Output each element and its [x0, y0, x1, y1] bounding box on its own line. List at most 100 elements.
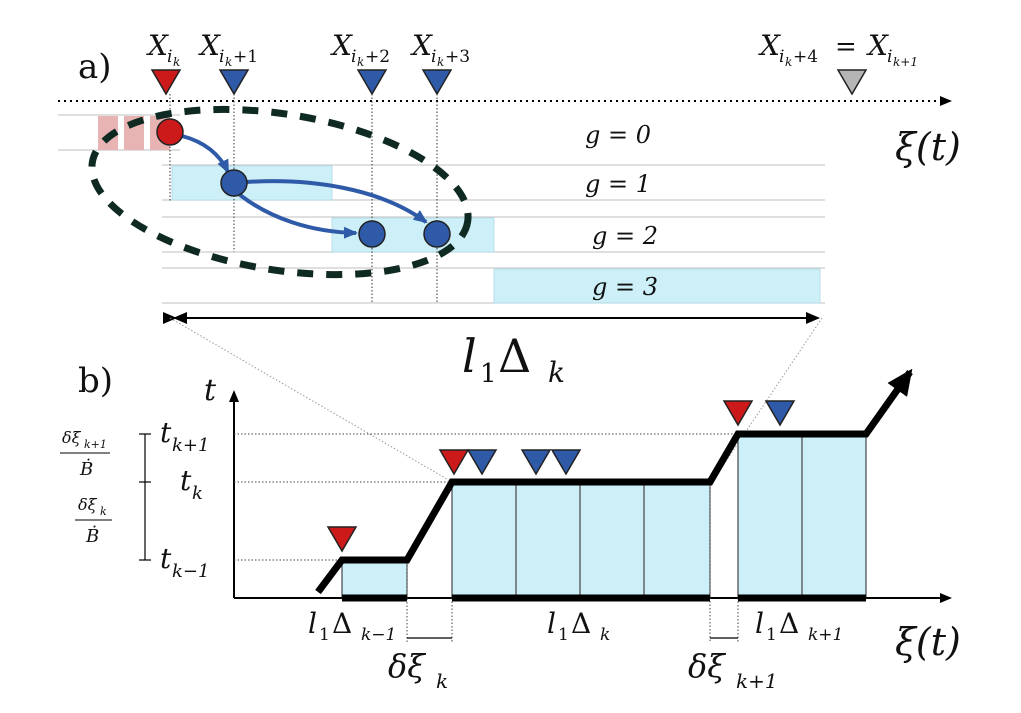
- span-label-k: l 1 Δ k: [547, 607, 610, 645]
- svg-text:k: k: [436, 669, 448, 693]
- svg-text:Ḃ: Ḃ: [79, 457, 93, 480]
- svg-text:l: l: [755, 607, 764, 640]
- svg-text:X: X: [866, 29, 889, 62]
- interval-bracket: [139, 433, 151, 561]
- marker-label-x-ik2: X i k +2: [330, 29, 390, 69]
- svg-text:i: i: [779, 47, 784, 67]
- tick-t-k: t k: [180, 464, 203, 504]
- marker-label-x-ik1: X i k +1: [198, 29, 258, 69]
- svg-text:k: k: [225, 55, 232, 69]
- gap-label-k1: δξ k+1: [688, 647, 778, 693]
- generation-label-0: g = 0: [585, 121, 651, 149]
- svg-text:1: 1: [766, 625, 777, 645]
- generation-label-1: g = 1: [585, 170, 651, 198]
- down-triangle-blue-icon: [218, 69, 250, 96]
- svg-text:=: =: [835, 32, 857, 62]
- down-triangle-red-icon: [326, 526, 358, 553]
- zoom-guide-right: [711, 317, 823, 483]
- down-triangle-red-icon: [722, 400, 754, 427]
- svg-text:δξ: δξ: [62, 428, 82, 447]
- svg-text:δξ: δξ: [78, 495, 98, 514]
- svg-text:k+1: k+1: [808, 625, 843, 645]
- gap-label-k: δξ k: [388, 647, 448, 693]
- block-k-1: [341, 559, 408, 599]
- svg-text:l: l: [547, 607, 556, 640]
- svg-text:k: k: [192, 483, 203, 504]
- svg-text:+1: +1: [233, 47, 258, 67]
- time-trajectory: [315, 368, 913, 595]
- panel-a-axis-label: ξ(t): [895, 125, 961, 169]
- svg-text:X: X: [330, 29, 353, 62]
- down-triangle-blue-icon: [764, 400, 796, 427]
- time-level-guides: [234, 433, 738, 561]
- down-triangle-blue-icon: [550, 449, 582, 476]
- down-triangle-blue-icon: [466, 449, 498, 476]
- down-triangle-red-icon: [438, 449, 470, 476]
- span-label-k-1: l 1 Δ k−1: [308, 607, 396, 645]
- down-triangle-gray-icon: [836, 69, 868, 96]
- svg-text:i: i: [351, 47, 356, 67]
- svg-text:1: 1: [319, 625, 330, 645]
- offspring-node: [423, 220, 451, 248]
- svg-text:k−1: k−1: [172, 561, 209, 582]
- svg-text:l: l: [462, 329, 477, 383]
- down-triangle-red-icon: [150, 69, 182, 96]
- panel-b-y-axis-label: t: [204, 373, 217, 408]
- generation-3-box: [493, 268, 821, 304]
- span-label-k1: l 1 Δ k+1: [755, 607, 843, 645]
- svg-text:t: t: [160, 416, 172, 449]
- svg-text:+4: +4: [793, 47, 818, 67]
- generation-label-2: g = 2: [592, 222, 658, 250]
- svg-text:t: t: [180, 464, 192, 497]
- gap-guides: [406, 482, 739, 642]
- down-triangle-blue-icon: [356, 69, 388, 96]
- svg-text:X: X: [410, 29, 433, 62]
- svg-text:k+1: k+1: [84, 438, 107, 451]
- generation-label-3: g = 3: [592, 273, 658, 301]
- branch-arrow: [238, 193, 358, 239]
- svg-text:1: 1: [480, 359, 497, 389]
- ancestor-node: [156, 118, 184, 146]
- panel-b-label: b): [78, 361, 113, 401]
- span-label: l 1 Δ k: [462, 329, 565, 389]
- svg-text:k: k: [600, 625, 610, 645]
- marker-label-x-ik: X i k: [146, 29, 180, 69]
- panel-a-label: a): [78, 47, 112, 87]
- svg-text:i: i: [431, 47, 436, 67]
- svg-text:i: i: [887, 47, 892, 67]
- cluster-ellipse: [88, 105, 472, 279]
- block-k: [451, 481, 711, 599]
- down-triangle-blue-icon: [520, 449, 552, 476]
- svg-text:δξ: δξ: [388, 647, 426, 685]
- svg-text:k: k: [548, 356, 565, 389]
- tick-t-km1: t k−1: [160, 542, 209, 582]
- svg-text:δξ: δξ: [688, 647, 726, 685]
- svg-text:X: X: [198, 29, 221, 62]
- svg-text:k−1: k−1: [361, 625, 396, 645]
- tick-t-k1: t k+1: [160, 416, 209, 456]
- svg-text:k+1: k+1: [172, 435, 209, 456]
- offspring-node: [358, 220, 386, 248]
- svg-text:i: i: [219, 47, 224, 67]
- branch-arrow: [181, 134, 230, 174]
- svg-text:k: k: [357, 55, 364, 69]
- svg-text:k: k: [100, 505, 107, 518]
- svg-text:X: X: [758, 29, 781, 62]
- svg-text:t: t: [160, 542, 172, 575]
- marker-label-x-ik3: X i k +3: [410, 29, 470, 69]
- svg-text:Ḃ: Ḃ: [85, 524, 99, 547]
- panel-b-x-axis-label: ξ(t): [895, 620, 961, 664]
- svg-text:k: k: [437, 55, 444, 69]
- fraction-lower: δξ k Ḃ: [75, 495, 112, 547]
- branch-arrow: [245, 179, 428, 224]
- svg-text:+3: +3: [445, 47, 470, 67]
- svg-text:k: k: [785, 55, 792, 69]
- svg-text:Δ: Δ: [498, 329, 531, 383]
- svg-text:k: k: [173, 55, 180, 69]
- svg-text:Δ: Δ: [779, 607, 799, 640]
- block-k1: [737, 433, 867, 599]
- svg-text:+2: +2: [365, 47, 390, 67]
- fraction-upper: δξ k+1 Ḃ: [60, 428, 110, 480]
- down-triangle-blue-icon: [421, 69, 453, 96]
